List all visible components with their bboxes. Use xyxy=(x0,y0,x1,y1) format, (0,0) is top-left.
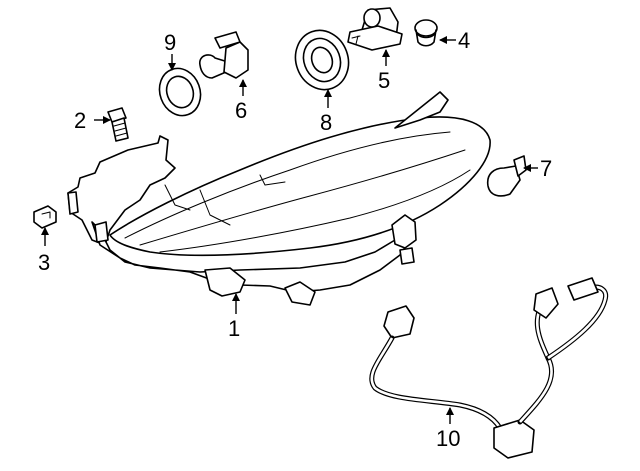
callout-1: 1 xyxy=(228,316,240,341)
clip-nut[interactable] xyxy=(33,205,57,229)
headlamp-assembly[interactable] xyxy=(67,91,491,306)
callout-4: 4 xyxy=(458,28,470,53)
wiring-harness[interactable] xyxy=(369,277,609,459)
dust-cover-large[interactable] xyxy=(287,23,356,97)
callout-8: 8 xyxy=(320,110,332,135)
callout-9: 9 xyxy=(164,30,176,55)
callout-2: 2 xyxy=(74,108,86,133)
wedge-bulb[interactable] xyxy=(486,155,527,197)
headlamp-bulb[interactable] xyxy=(347,7,403,51)
callout-5: 5 xyxy=(378,68,390,93)
callout-3: 3 xyxy=(38,250,50,275)
callout-7: 7 xyxy=(540,156,552,181)
dust-cover-small[interactable] xyxy=(153,63,207,122)
mounting-bolt[interactable] xyxy=(107,107,129,142)
callout-10: 10 xyxy=(436,426,460,451)
callout-6: 6 xyxy=(235,98,247,123)
halogen-bulb[interactable] xyxy=(199,31,249,79)
cap-plug[interactable] xyxy=(414,19,438,47)
